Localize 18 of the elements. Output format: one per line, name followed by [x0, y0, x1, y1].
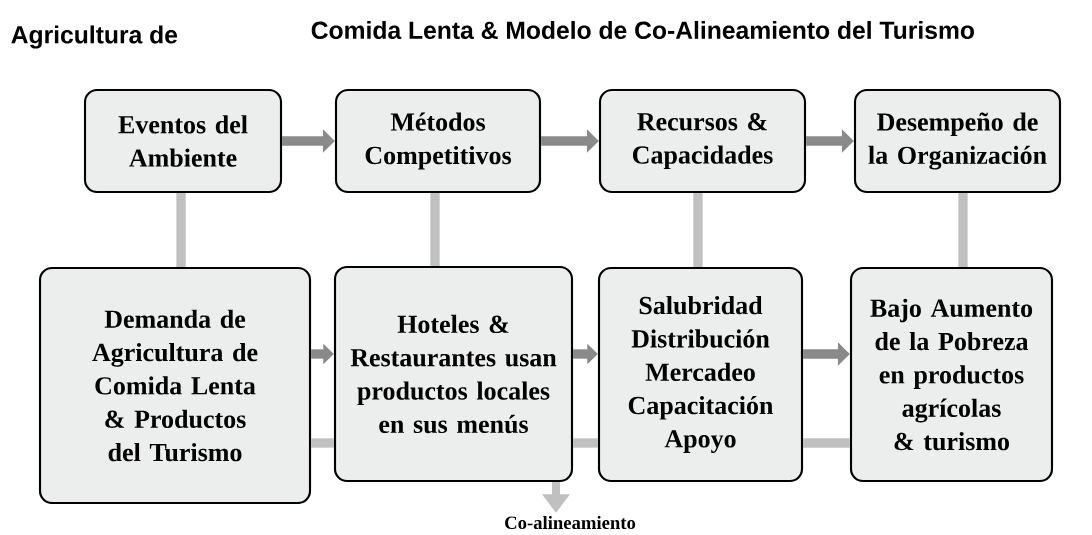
process-box: Demanda de Agricultura de Comida Lenta & Productos del Turismo: [38, 266, 312, 505]
heading-text: Agricultura de: [11, 25, 178, 49]
connector-line: [176, 193, 186, 267]
connector-line: [693, 193, 703, 267]
connector-line: [573, 438, 598, 448]
axis-label: Co-alineamiento: [505, 515, 636, 530]
connector-line: [803, 438, 850, 448]
process-box: Recursos & Capacidades: [598, 88, 807, 194]
process-box: Eventos del Ambiente: [83, 88, 283, 194]
connector-line: [430, 193, 440, 266]
connector-line: [958, 193, 968, 267]
process-box: Métodos Competitivos: [334, 88, 542, 194]
process-box: Desempeño de la Organización: [853, 88, 1062, 194]
connector-line: [311, 438, 334, 448]
process-box: Bajo Aumento de la Pobreza en productos agrícolas & turismo: [849, 266, 1054, 483]
process-box: Hoteles & Restaurantes usan productos locales en sus menús: [333, 265, 574, 483]
title: Comida Lenta & Modelo de Co-Alineamiento del Turismo: [311, 20, 974, 40]
process-box: Salubridad Distribución Mercadeo Capacitación Apoyo: [597, 266, 804, 483]
